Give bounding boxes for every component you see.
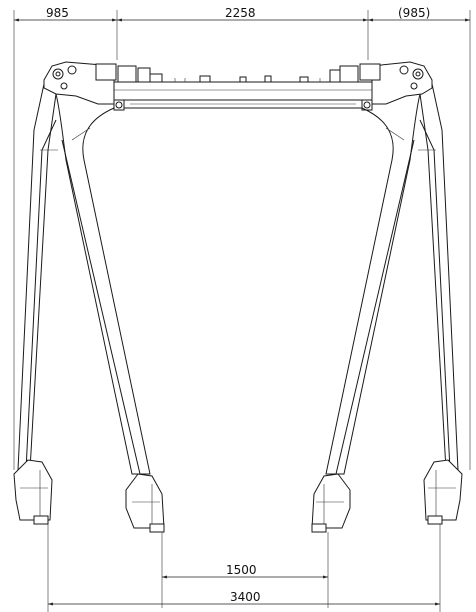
cross-beam: [113, 69, 373, 109]
foot-inner-right: [311, 473, 351, 533]
dimension-left-width: 985: [46, 6, 69, 20]
dimension-outer-track: 3400: [230, 590, 261, 604]
dimension-beam-width: 2258: [225, 6, 256, 20]
top-dimension-lines: [13, 10, 471, 470]
bottom-dimension-lines: [47, 524, 441, 612]
left-legs: [17, 83, 151, 475]
dimension-right-width: (985): [398, 6, 430, 20]
foot-inner-left: [125, 473, 165, 533]
foot-outer-right: [423, 459, 463, 525]
foot-outer-left: [13, 459, 53, 525]
right-head-assembly: [339, 61, 433, 111]
left-head-assembly: [43, 61, 151, 111]
right-legs: [325, 83, 459, 475]
dimension-inner-track: 1500: [226, 563, 257, 577]
